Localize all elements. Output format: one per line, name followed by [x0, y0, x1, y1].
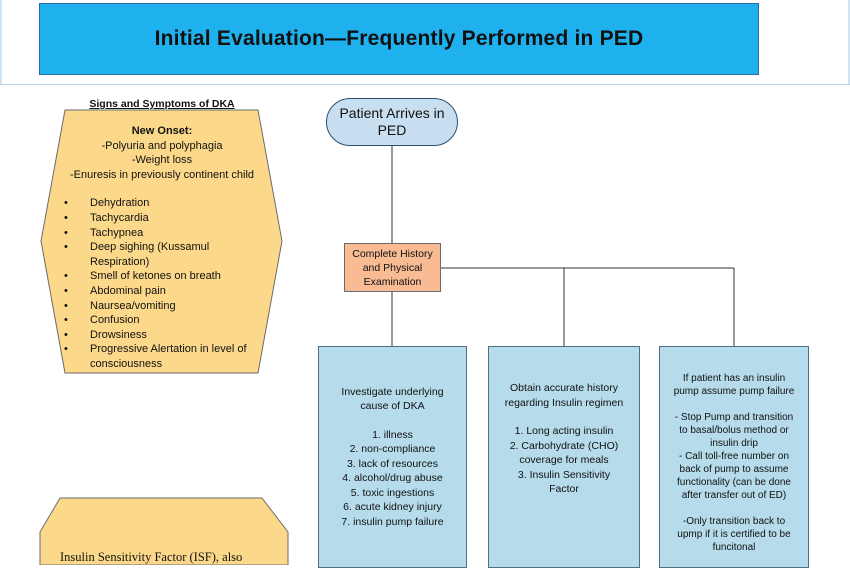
pump-spacer	[672, 398, 796, 411]
symptom-item: • Drowsiness	[62, 328, 262, 343]
symptom-item: • Tachypnea	[62, 226, 262, 241]
dka-heading: Signs and Symptoms of DKA	[89, 98, 235, 110]
box-intro: Investigate underlying cause of DKA	[341, 385, 444, 413]
symptom-list: • Dehydration • Tachycardia • Tachypnea • De…	[62, 196, 262, 371]
start-terminal: Patient Arrives in PED	[326, 98, 458, 146]
list-item: 3. Insulin Sensitivity Factor	[517, 468, 611, 496]
list-item: 2. Carbohydrate (CHO) coverage for meals	[509, 439, 619, 467]
bullet-icon: •	[64, 197, 68, 210]
bullet-icon: •	[64, 226, 68, 239]
symptom-item: • Dehydration	[62, 196, 262, 211]
exam-box: Complete History and Physical Examinatio…	[344, 243, 441, 292]
bullet-icon: •	[64, 270, 68, 283]
box-list: 1. Long acting insulin 2. Carbohydrate (…	[503, 424, 625, 497]
process-box-content: Investigate underlying cause of DKA 1. i…	[319, 385, 466, 530]
onset-item: -Weight loss	[131, 154, 193, 167]
symptom-text: Progressive Alertation in level of consc…	[90, 343, 247, 370]
title-banner: Initial Evaluation—Frequently Performed …	[39, 3, 759, 75]
pump-line: If patient has an insulin pump assume pu…	[673, 373, 795, 397]
symptom-text: Smell of ketones on breath	[90, 270, 221, 283]
symptom-item: • Naursea/vomiting	[62, 299, 262, 314]
symptom-text: Deep sighing (Kussamul Respiration)	[90, 241, 210, 268]
bullet-icon: •	[64, 211, 68, 224]
onset-item: -Enuresis in previously continent child	[69, 168, 255, 181]
page-title: Initial Evaluation—Frequently Performed …	[154, 27, 644, 50]
onset-item: -Polyuria and polyphagia	[101, 139, 223, 152]
symptom-item: • Confusion	[62, 313, 262, 328]
list-item: 2. non-compliance	[349, 443, 436, 456]
list-item: 5. toxic ingestions	[350, 486, 435, 499]
process-box-content: Obtain accurate history regarding Insuli…	[489, 347, 639, 497]
symptom-text: Tachycardia	[90, 211, 149, 224]
process-box-content: If patient has an insulin pump assume pu…	[660, 347, 808, 554]
bullet-icon: •	[64, 314, 68, 327]
symptom-item: • Deep sighing (Kussamul Respiration)	[62, 240, 262, 269]
bullet-icon: •	[64, 284, 68, 297]
exam-label: Complete History and Physical Examinatio…	[352, 247, 433, 288]
bullet-icon: •	[64, 328, 68, 341]
symptom-text: Drowsiness	[90, 328, 147, 341]
process-box-pump: If patient has an insulin pump assume pu…	[659, 346, 809, 568]
list-item: 7. insulin pump failure	[341, 515, 444, 528]
symptom-item: • Progressive Alertation in level of cons…	[62, 342, 262, 371]
page-divider	[0, 84, 850, 85]
symptom-text: Abdominal pain	[90, 284, 166, 297]
symptom-text: Naursea/vomiting	[90, 299, 176, 312]
symptom-item: • Tachycardia	[62, 211, 262, 226]
symptom-item: • Smell of ketones on breath	[62, 269, 262, 284]
pump-line: - Call toll-free number on back of pump …	[677, 451, 791, 501]
list-item: 1. illness	[372, 428, 413, 441]
symptom-text: Confusion	[90, 314, 140, 327]
bullet-icon: •	[64, 299, 68, 312]
symptom-text: Dehydration	[90, 197, 150, 210]
onset-title: New Onset:	[131, 125, 193, 137]
process-box-causes: Investigate underlying cause of DKA 1. i…	[318, 346, 467, 568]
bullet-icon: •	[64, 343, 68, 356]
dka-content: New Onset: -Polyuria and polyphagia -Wei…	[62, 124, 262, 372]
page-edge-right	[848, 0, 850, 84]
page-edge-left	[0, 0, 2, 84]
pump-line: -Only transition back to upmp if it is c…	[677, 516, 791, 553]
dka-hexagon	[40, 109, 283, 374]
symptom-text: Tachypnea	[90, 226, 144, 239]
list-item: 4. alcohol/drug abuse	[342, 472, 443, 485]
start-label: Patient Arrives in PED	[339, 105, 445, 138]
bullet-icon: •	[64, 241, 68, 254]
box-intro: Obtain accurate history regarding Insuli…	[504, 382, 624, 409]
isf-hexagon	[39, 497, 289, 565]
list-item: 6. acute kidney injury	[343, 501, 442, 514]
list-item: 3. lack of resources	[346, 457, 439, 470]
isf-text: Insulin Sensitivity Factor (ISF), also	[60, 550, 243, 564]
list-item: 1. Long acting insulin	[514, 425, 614, 437]
symptom-item: • Abdominal pain	[62, 284, 262, 299]
pump-line: - Stop Pump and transition to basal/bolu…	[674, 412, 794, 449]
process-box-insulin-history: Obtain accurate history regarding Insuli…	[488, 346, 640, 568]
box-list: 1. illness 2. non-compliance 3. lack of …	[333, 428, 452, 530]
pump-spacer	[672, 502, 796, 515]
